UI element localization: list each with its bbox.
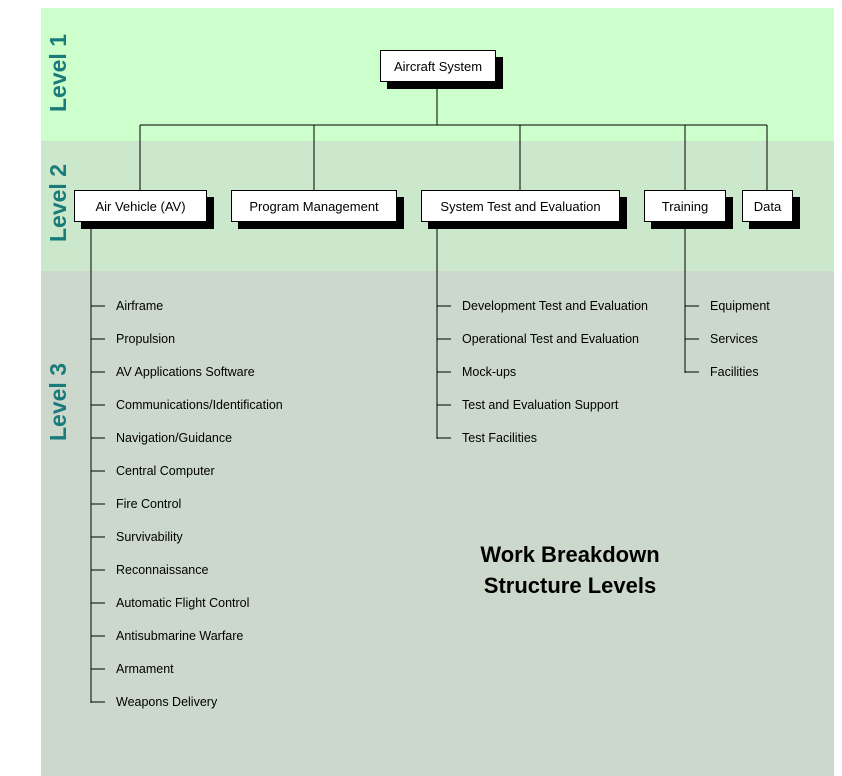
av-child-item: Central Computer	[116, 464, 215, 478]
node-air-vehicle: Air Vehicle (AV)	[74, 190, 207, 222]
ste-child-item: Operational Test and Evaluation	[462, 332, 639, 346]
title-line-2: Structure Levels	[483, 573, 657, 598]
ste-child-item: Mock-ups	[462, 365, 517, 379]
av-child-item: Antisubmarine Warfare	[116, 629, 244, 643]
title-line-1: Work Breakdown	[480, 542, 660, 567]
training-child-item: Services	[710, 332, 758, 346]
av-child-item: Armament	[116, 662, 174, 676]
av-child-item: AV Applications Software	[116, 365, 255, 379]
ste-child-item: Test Facilities	[462, 431, 538, 445]
node-aircraft-system: Aircraft System	[380, 50, 496, 82]
av-child-item: Propulsion	[116, 332, 176, 346]
av-child-item: Navigation/Guidance	[116, 431, 233, 445]
ste-child-item: Development Test and Evaluation	[462, 299, 648, 313]
node-data: Data	[742, 190, 793, 222]
av-child-item: Weapons Delivery	[116, 695, 218, 709]
node-system-test-evaluation: System Test and Evaluation	[421, 190, 620, 222]
av-child-item: Survivability	[116, 530, 183, 544]
diagram-title: Work Breakdown Structure Levels	[420, 539, 720, 601]
av-child-item: Automatic Flight Control	[116, 596, 250, 610]
av-child-item: Airframe	[116, 299, 164, 313]
training-child-item: Equipment	[710, 299, 770, 313]
av-child-item: Fire Control	[116, 497, 182, 511]
training-child-item: Facilities	[710, 365, 759, 379]
node-training: Training	[644, 190, 726, 222]
av-child-item: Communications/Identification	[116, 398, 283, 412]
ste-child-item: Test and Evaluation Support	[462, 398, 619, 412]
node-program-management: Program Management	[231, 190, 397, 222]
av-child-item: Reconnaissance	[116, 563, 209, 577]
